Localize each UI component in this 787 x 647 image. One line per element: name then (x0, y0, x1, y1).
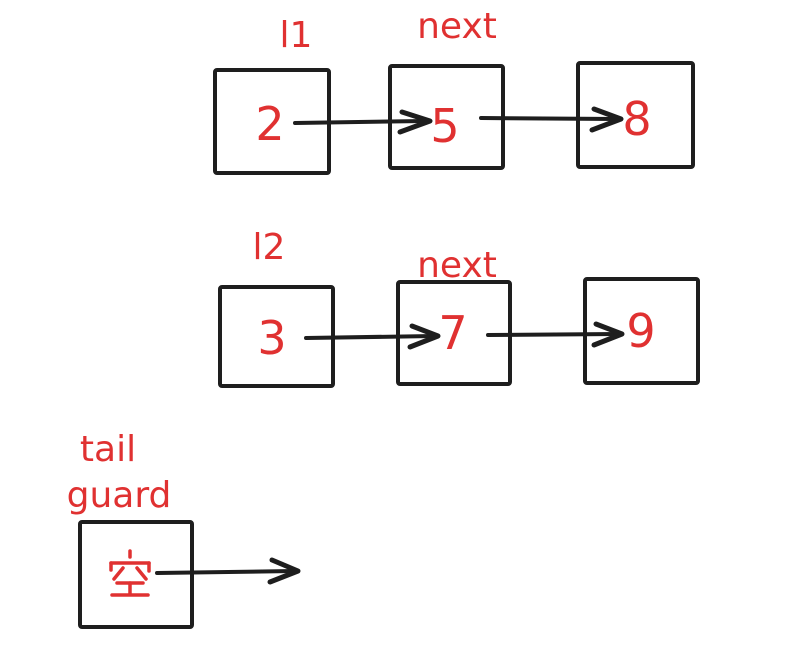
list-l1-arrow-1-to-2 (479, 106, 624, 133)
list-l2-node-2-box (583, 277, 700, 385)
list-l1-node-1-value: 5 (430, 99, 459, 153)
list-l2-node-1-value: 7 (438, 306, 467, 360)
tail-guard-arrow (155, 557, 301, 585)
tail-guard-node-box (78, 520, 194, 629)
list-l1-node-0-value: 2 (255, 97, 284, 151)
list-l2-arrow-0-to-1 (304, 323, 441, 350)
list-l1: l1 next 2 5 8 (213, 6, 695, 175)
tail-guard: tail guard (67, 429, 301, 629)
list-l1-node-2-value: 8 (622, 92, 651, 146)
list-l2-arrow-1-to-2 (486, 321, 625, 348)
tail-guard-label-line-2: guard (67, 475, 172, 516)
list-l2-next-pointer-label: next (417, 245, 497, 286)
list-l1-arrow-0-to-1 (293, 109, 433, 135)
list-l1-next-pointer-label: next (417, 6, 497, 47)
list-l2-label: l2 (253, 227, 286, 268)
list-l2: l2 next 3 7 9 (218, 227, 700, 388)
list-l2-node-0-value: 3 (257, 311, 286, 365)
list-l1-node-2-box (576, 61, 695, 169)
list-l1-label: l1 (280, 15, 313, 56)
list-l2-node-2-value: 9 (626, 304, 655, 358)
tail-guard-node-value-kong-glyph (109, 549, 151, 597)
tail-guard-label-line-1: tail (80, 429, 136, 470)
